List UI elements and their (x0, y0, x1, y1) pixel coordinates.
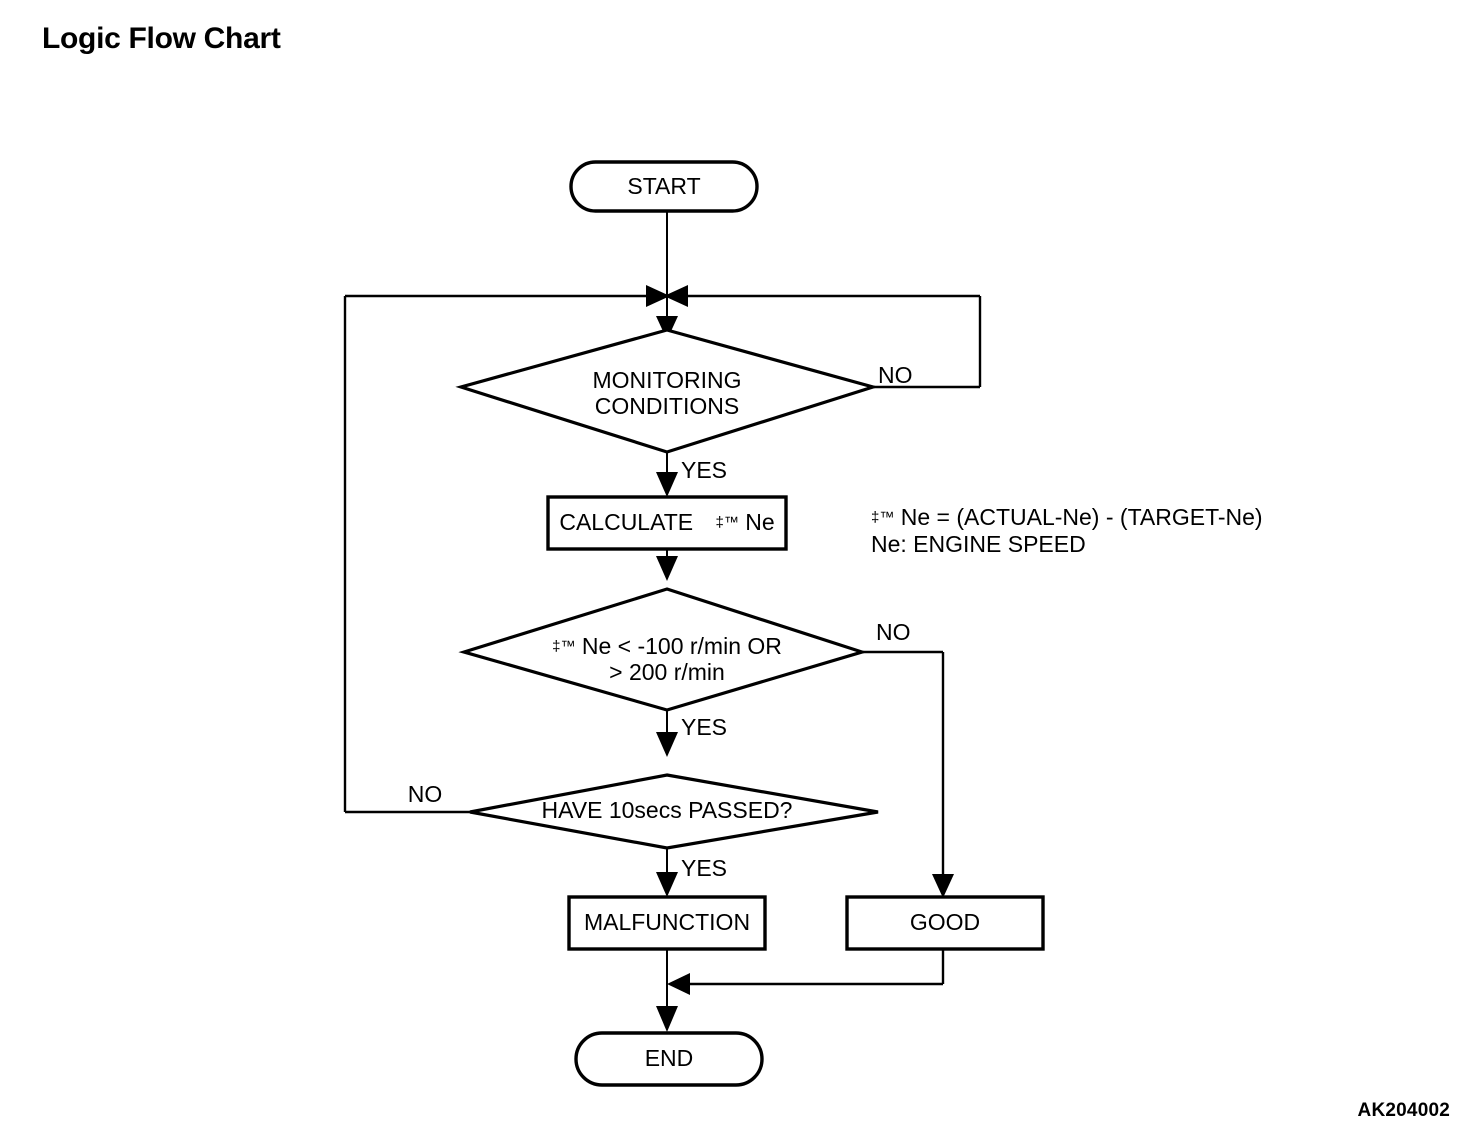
arrowhead-into-threshold (656, 556, 678, 581)
threshold-shape (458, 587, 868, 712)
calculate-label-delta: ‡™ (716, 514, 739, 531)
page-title: Logic Flow Chart (42, 22, 281, 55)
timer-no-label: NO (408, 781, 443, 807)
malfunction-shape (567, 895, 767, 951)
arrowhead-left-rail-into-junction (646, 285, 670, 307)
arrowhead-into-good (932, 874, 954, 898)
legend-line-2: Ne: ENGINE SPEED (871, 531, 1086, 557)
arrowhead-into-monitoring (656, 316, 678, 340)
threshold-no-label: NO (876, 619, 911, 645)
legend: ‡™ Ne = (ACTUAL-Ne) - (TARGET-Ne) Ne: EN… (871, 504, 1263, 557)
legend-line-1-rest: Ne = (ACTUAL-Ne) - (TARGET-Ne) (901, 504, 1263, 530)
monitoring-yes-label: YES (681, 457, 727, 483)
good-label: GOOD (910, 909, 980, 935)
figure-id: AK204002 (1357, 1100, 1450, 1121)
arrowhead-into-timer (656, 732, 678, 757)
node-threshold[interactable]: ‡™ Ne < -100 r/min OR > 200 r/min (458, 587, 868, 712)
threshold-label-line1-rest: Ne < -100 r/min OR (582, 633, 782, 659)
end-label: END (645, 1045, 694, 1071)
monitoring-no-label: NO (878, 362, 913, 388)
monitoring-label-line1: MONITORING (592, 367, 741, 393)
arrowhead-good-merge (667, 973, 690, 995)
calculate-label-prefix: CALCULATE (559, 509, 693, 535)
threshold-delta-symbol: ‡™ (552, 638, 575, 655)
malfunction-label: MALFUNCTION (584, 909, 750, 935)
threshold-yes-label: YES (681, 714, 727, 740)
node-good[interactable]: GOOD (845, 895, 1045, 951)
node-calculate[interactable]: CALCULATE ‡™ Ne (546, 495, 788, 551)
timer-yes-label: YES (681, 855, 727, 881)
node-malfunction[interactable]: MALFUNCTION (567, 895, 767, 951)
end-shape (574, 1031, 764, 1087)
start-shape (569, 160, 759, 213)
threshold-label-line2: > 200 r/min (609, 659, 725, 685)
start-label: START (627, 173, 700, 199)
node-end[interactable]: END (574, 1031, 764, 1087)
calculate-label-var: Ne (745, 509, 774, 535)
good-shape (845, 895, 1045, 951)
node-timer[interactable]: HAVE 10secs PASSED? (469, 773, 879, 850)
arrowhead-right-rail-into-junction (664, 285, 688, 307)
node-start[interactable]: START (569, 160, 759, 213)
monitoring-label-line2: CONDITIONS (595, 393, 739, 419)
calculate-label: CALCULATE ‡™ Ne (559, 509, 774, 535)
arrowhead-into-end (656, 1006, 678, 1032)
node-monitoring-conditions[interactable]: MONITORING CONDITIONS (455, 328, 879, 454)
timer-label: HAVE 10secs PASSED? (542, 797, 793, 823)
calculate-shape (546, 495, 788, 551)
monitoring-shape (455, 328, 879, 454)
timer-shape (469, 773, 879, 850)
legend-delta-symbol: ‡™ (871, 509, 894, 526)
threshold-label-line1: ‡™ Ne < -100 r/min OR (552, 633, 782, 659)
arrowhead-into-calculate (656, 472, 678, 497)
arrowhead-into-malfunction (656, 872, 678, 897)
legend-line-1: ‡™ Ne = (ACTUAL-Ne) - (TARGET-Ne) (871, 504, 1263, 530)
